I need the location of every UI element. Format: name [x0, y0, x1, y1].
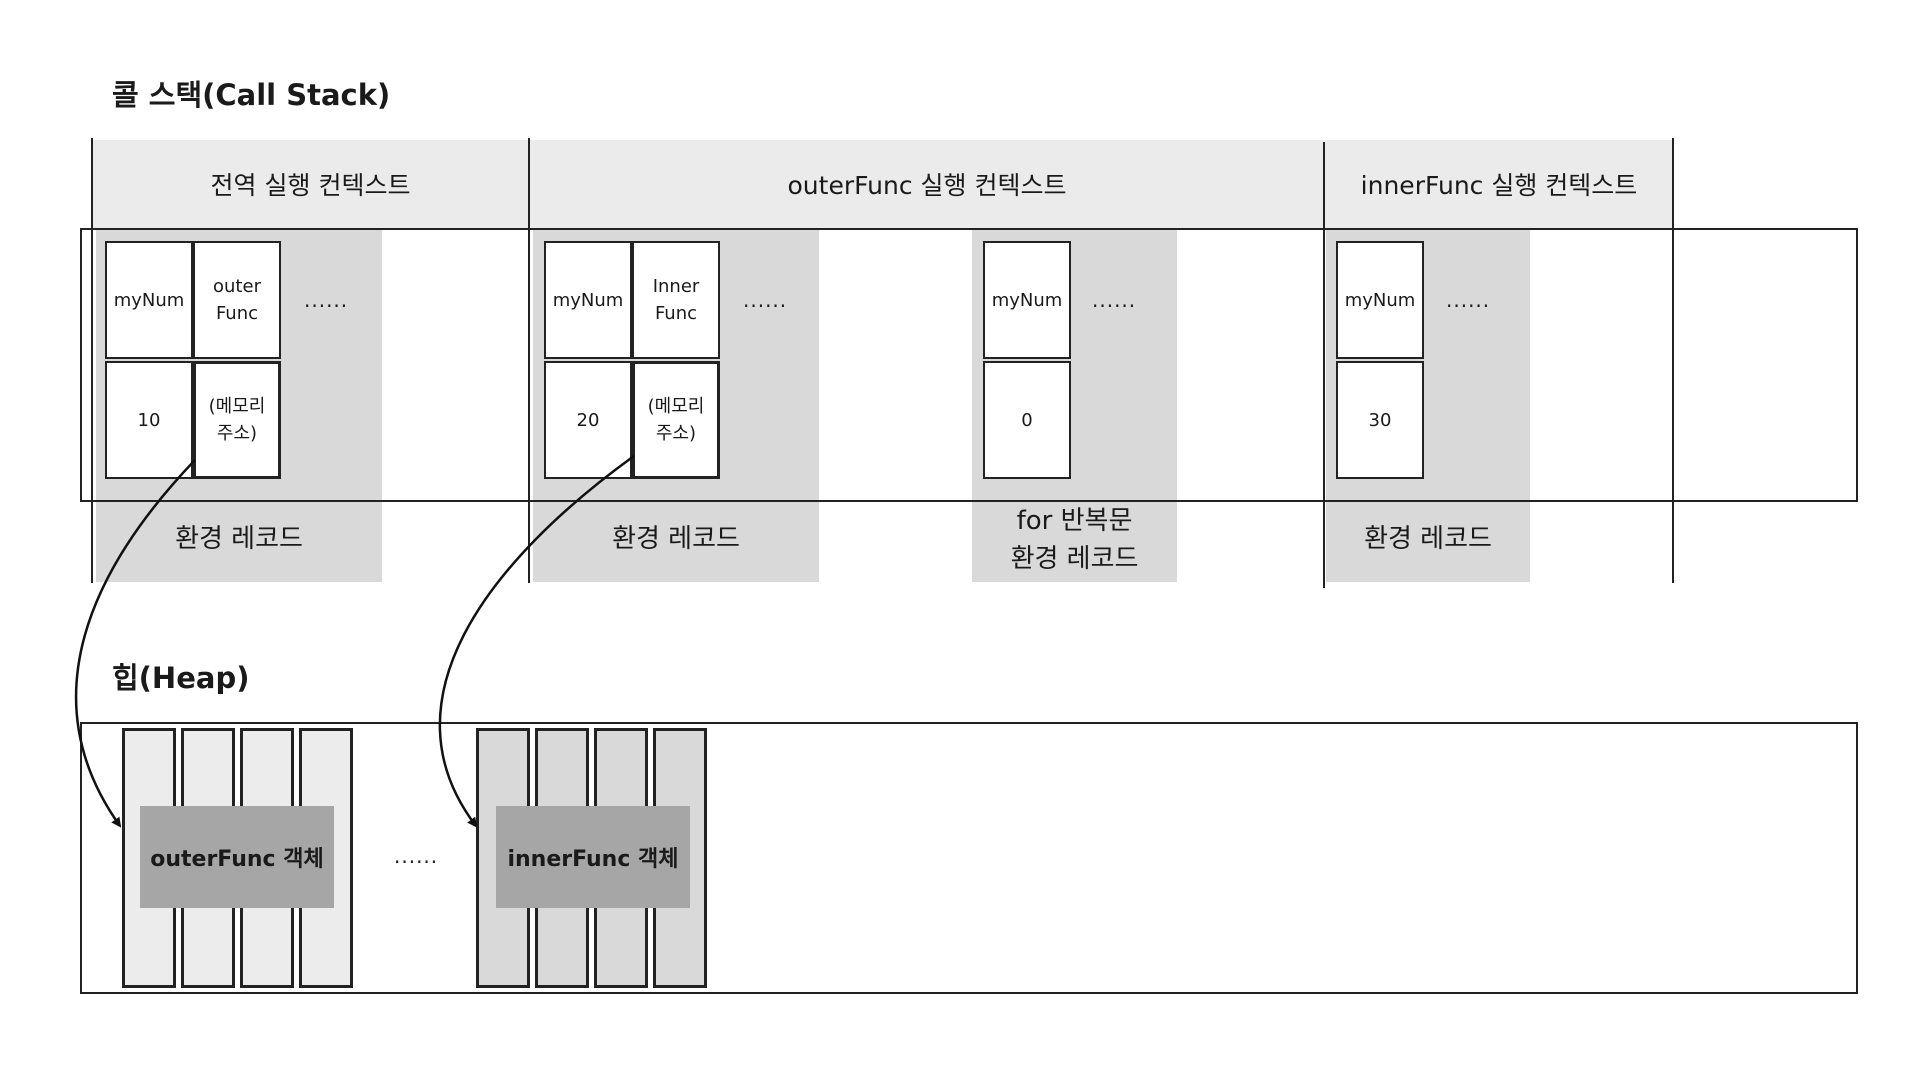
heap-more-objects: ...... [394, 844, 439, 868]
for-loop-more-vars: ...... [1092, 288, 1137, 312]
outer-func-reference-arrow [75, 459, 196, 828]
global-context-header: 전역 실행 컨텍스트 [92, 140, 529, 228]
outer-env-record-label: 환경 레코드 [612, 524, 740, 554]
inner-var-name-mynum: myNum [1336, 241, 1424, 359]
outer-func-object: outerFunc 객체 [140, 806, 334, 908]
inner-var-value-mynum: 30 [1336, 361, 1424, 479]
call-stack-frame [80, 228, 1858, 502]
global-env-record-label: 환경 레코드 [175, 524, 303, 554]
global-more-vars: ...... [304, 288, 349, 312]
heap-frame [80, 722, 1858, 994]
context-divider-outer-inner [1323, 142, 1325, 588]
context-divider-global-outer [528, 138, 530, 583]
global-var-value-outerfunc-address: (메모리 주소) [193, 361, 281, 479]
outer-var-name-innerfunc: Inner Func [632, 241, 720, 359]
inner-more-vars: ...... [1446, 288, 1491, 312]
heap-title: 힙(Heap) [112, 661, 250, 695]
inner-func-reference-arrow [438, 454, 635, 828]
for-loop-env-record-label: for 반복문 환경 레코드 [1010, 506, 1139, 574]
global-var-name-outerfunc: outer Func [193, 241, 281, 359]
outer-func-context-header: outerFunc 실행 컨텍스트 [530, 140, 1324, 228]
context-divider-left [91, 138, 93, 583]
call-stack-title: 콜 스택(Call Stack) [112, 78, 391, 112]
outer-var-value-mynum: 20 [544, 361, 632, 479]
outer-var-name-mynum: myNum [544, 241, 632, 359]
global-var-value-mynum: 10 [105, 361, 193, 479]
context-divider-right [1672, 138, 1674, 583]
outer-var-value-innerfunc-address: (메모리 주소) [632, 361, 720, 479]
inner-func-context-header: innerFunc 실행 컨텍스트 [1325, 140, 1673, 228]
inner-env-record-label: 환경 레코드 [1364, 524, 1492, 554]
for-loop-var-value-mynum: 0 [983, 361, 1071, 479]
outer-more-vars: ...... [743, 288, 788, 312]
inner-func-object: innerFunc 객체 [496, 806, 690, 908]
for-loop-var-name-mynum: myNum [983, 241, 1071, 359]
global-var-name-mynum: myNum [105, 241, 193, 359]
